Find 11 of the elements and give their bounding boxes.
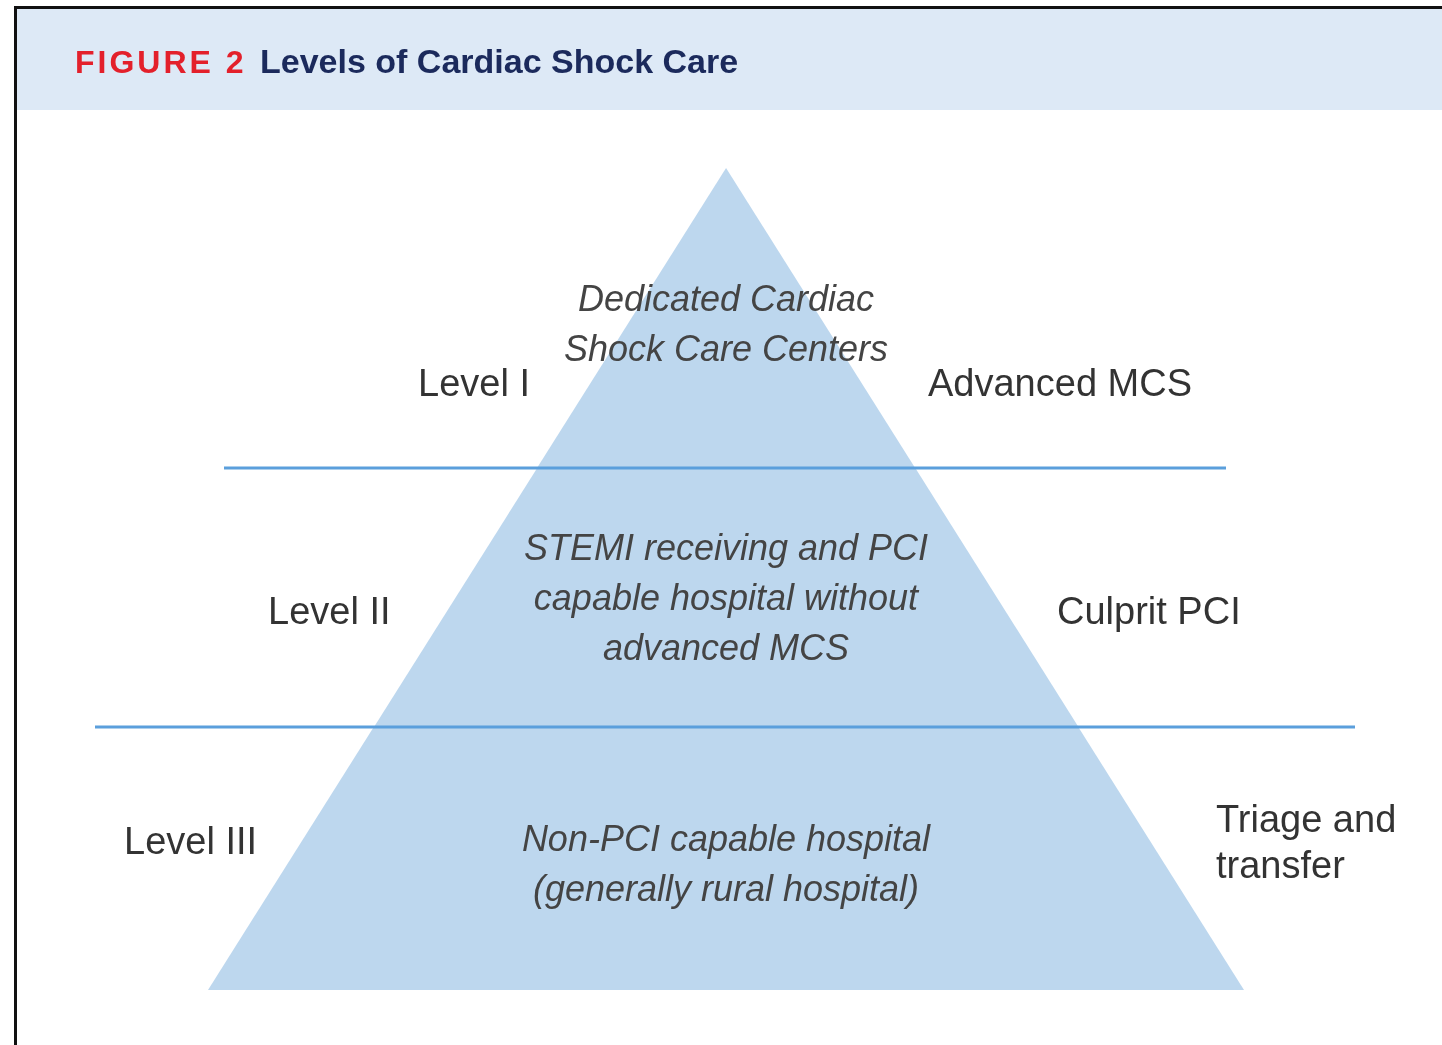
tier-text: STEMI receiving and PCI capable hospital without advanced MCS [522,525,930,670]
level-label: Level I [418,361,530,406]
tier-text: Non-PCI capable hospital (generally rural hospital) [520,816,932,911]
figure-title: Levels of Cardiac Shock Care [260,42,739,81]
care-capability-label: Advanced MCS [928,361,1192,406]
level-label: Level III [124,819,258,864]
level-label: Level II [268,589,391,634]
care-capability-label: Triage and transfer [1216,797,1398,888]
care-capability-label: Culprit PCI [1057,589,1241,634]
figure-number: FIGURE 2 [75,44,247,81]
tier-text: Dedicated Cardiac Shock Care Centers [562,277,890,371]
